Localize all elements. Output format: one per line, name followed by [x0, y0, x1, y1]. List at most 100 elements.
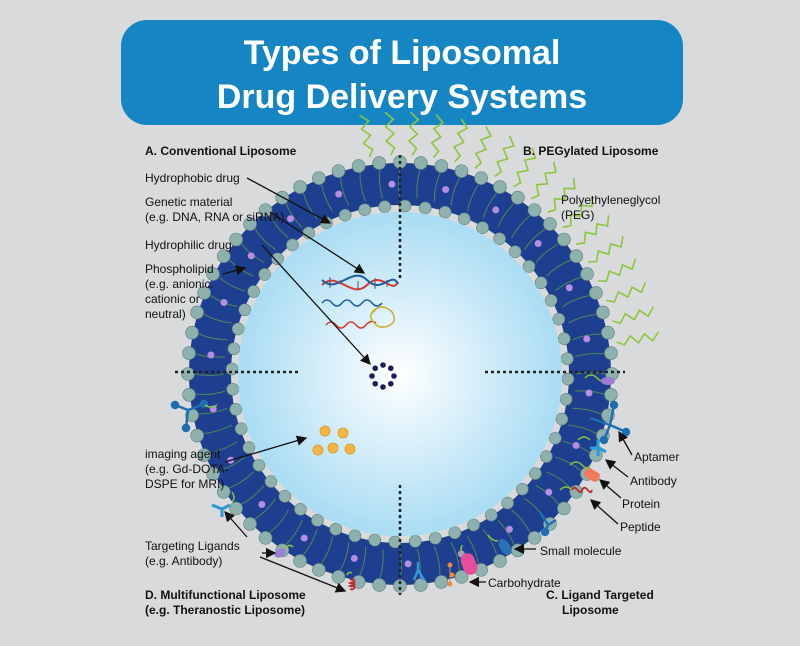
inner-lipid-head	[378, 200, 392, 213]
outer-lipid-head	[258, 531, 273, 545]
hydrophilic-drug-dot	[372, 365, 379, 372]
inner-lipid-head	[278, 490, 292, 503]
outer-lipid-head	[229, 501, 243, 516]
antibody-left-icon	[170, 399, 209, 433]
outer-lipid-head	[229, 232, 243, 247]
hydrophilic-drug-dot	[391, 373, 397, 379]
inner-lipid-head	[544, 294, 558, 307]
outer-lipid-head	[216, 249, 231, 264]
inner-lipid-head	[358, 203, 372, 217]
lipid-tail	[568, 313, 597, 324]
lipid-tail	[241, 485, 265, 505]
lipid-tail	[269, 509, 289, 533]
outer-lipid-head	[454, 164, 469, 178]
inner-lipid-head	[238, 303, 252, 317]
inner-lipid-head	[561, 352, 574, 366]
inner-lipid-head	[258, 268, 271, 281]
inner-lipid-head	[226, 382, 239, 396]
lipid-tail	[450, 177, 460, 206]
lipid-tail	[339, 177, 350, 206]
inner-lipid-head	[561, 372, 575, 386]
inner-lipid-head	[540, 450, 553, 463]
lipid-tail	[359, 172, 367, 202]
lipid-tail	[302, 193, 318, 220]
outer-lipid-head	[181, 367, 195, 381]
lipid-tail	[466, 536, 479, 564]
outer-lipid-head	[589, 286, 603, 300]
peg-label: Polyethyleneglycol	[561, 193, 661, 207]
inner-lipid-head	[476, 221, 489, 234]
hydrophobic-drug-dot	[220, 299, 228, 307]
outer-lipid-head	[206, 267, 220, 281]
outer-lipid-head	[580, 267, 594, 281]
lipid-tail	[379, 549, 384, 579]
outer-lipid-head	[182, 387, 196, 402]
inner-lipid-head	[242, 441, 256, 454]
inner-lipid-head	[552, 312, 566, 326]
lipid-tail	[285, 520, 303, 545]
carbohydrate-icon	[447, 562, 455, 587]
peg-abbrev: (PEG)	[561, 208, 595, 222]
lipid-tail	[378, 169, 384, 199]
hydrophobic-drug-dot	[207, 351, 215, 359]
lipid-tail	[450, 542, 461, 571]
outer-lipid-head	[604, 346, 618, 361]
inner-lipid-head	[294, 503, 307, 516]
rna-strand-icon	[321, 299, 383, 307]
inner-lipid-head	[522, 260, 536, 273]
aptamer-label: Aptamer	[634, 450, 680, 464]
inner-lipid-head	[559, 392, 573, 406]
lipid-tail	[572, 333, 602, 341]
hydrophobic-drug-dot	[505, 525, 513, 533]
hydrophobic-drug-dot	[565, 284, 573, 292]
peptide-left-icon	[346, 571, 356, 591]
peg-chain	[494, 135, 515, 178]
outer-lipid-head	[413, 156, 428, 170]
hydrophobic-drug-dots	[207, 180, 593, 568]
outer-lipid-heads	[181, 155, 619, 593]
outer-lipid-head	[312, 563, 326, 577]
peg-chain	[598, 258, 637, 283]
lipid-tail	[482, 192, 498, 219]
peg-chain	[562, 195, 593, 229]
hydrophilic-drug-icon	[369, 362, 397, 390]
outer-lipid-head	[510, 543, 525, 558]
section-b-label: B. PEGylated Liposome	[523, 144, 659, 158]
peptide-label: Peptide	[620, 520, 661, 534]
outer-lipid-head	[589, 448, 603, 462]
outer-lipid-head	[197, 286, 211, 300]
inner-lipid-head	[247, 285, 260, 298]
outer-lipid-head	[557, 232, 571, 247]
lipid-tail	[575, 352, 605, 358]
antibody-left-lower-icon	[211, 503, 231, 517]
outer-lipid-head	[543, 217, 557, 231]
outer-lipid-head	[434, 575, 449, 589]
outer-lipid-head	[493, 180, 507, 194]
hydrophobic-drug-dot	[585, 389, 593, 397]
peg-chain	[430, 113, 445, 159]
title-line-1: Types of Liposomal	[243, 34, 561, 72]
inner-lipid-head	[227, 342, 241, 356]
phospholipid-example-2: cationic or	[145, 292, 200, 306]
lipid-tail	[555, 456, 582, 472]
lipid-tail	[511, 215, 531, 239]
hydrophilic-drug-dot	[369, 373, 375, 379]
hydrophobic-drug-label: Hydrophobic drug	[145, 171, 240, 185]
rna-loop-icon	[369, 306, 396, 328]
inner-lipid-head	[438, 205, 452, 219]
ligand-pink-capsule-icon	[460, 544, 478, 575]
targeting-ligand-oval-icon	[274, 544, 294, 558]
hydrophobic-drug-dot	[572, 441, 580, 449]
peg-chain	[616, 331, 660, 346]
outer-lipid-head	[293, 554, 307, 568]
inner-lipid-head	[348, 529, 362, 543]
lipid-tail	[194, 373, 225, 376]
lipid-tail	[433, 546, 441, 576]
section-d-label-line-1: D. Multifunctional Liposome	[145, 588, 306, 602]
inner-lipid-head	[286, 238, 299, 252]
lipid-tail	[398, 168, 401, 199]
antibody-label: Antibody	[630, 474, 677, 488]
outer-lipid-head	[474, 171, 488, 185]
outer-lipid-head	[190, 305, 204, 320]
hydrophobic-drug-dot	[442, 186, 450, 194]
